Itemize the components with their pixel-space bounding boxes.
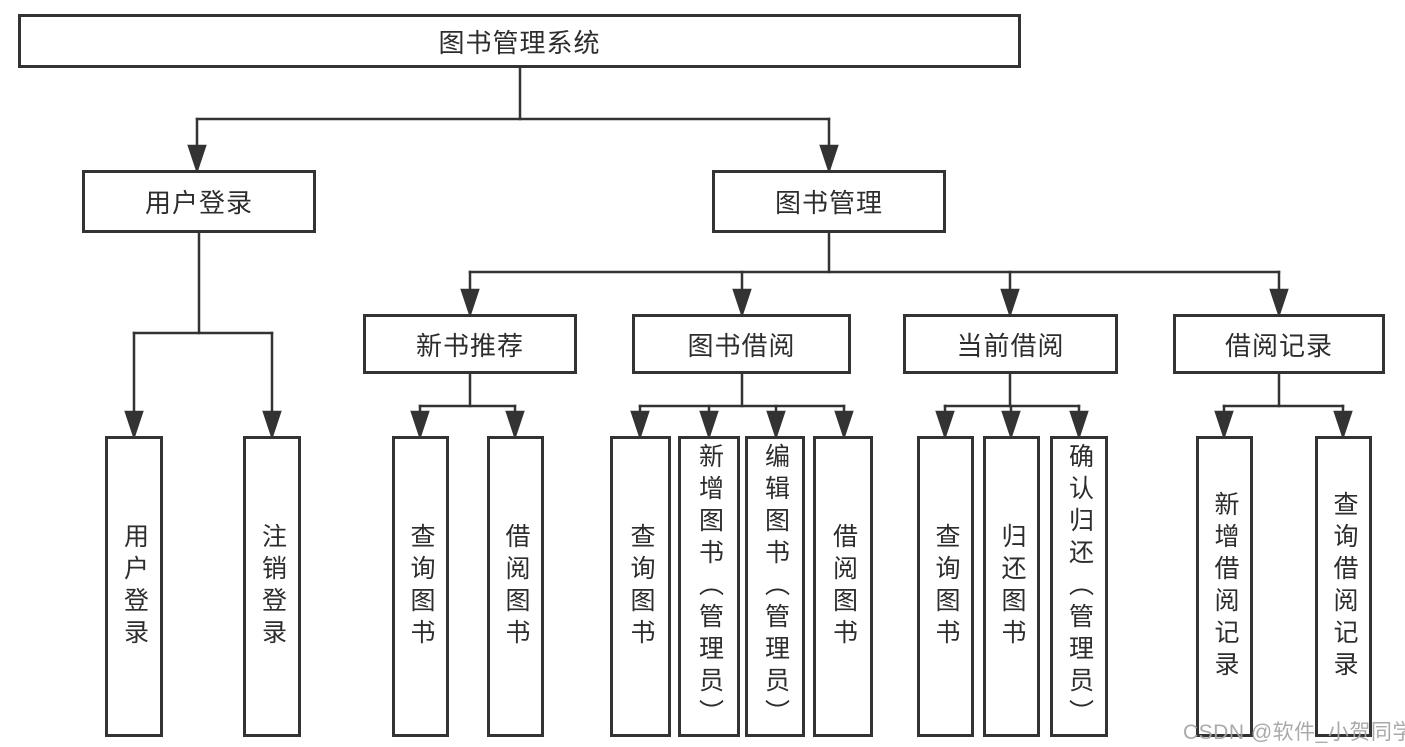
arrowhead bbox=[766, 410, 786, 440]
node-label: 用户登录 bbox=[120, 522, 149, 651]
node-label: 借阅图书 bbox=[502, 522, 530, 651]
node-label: 新增借阅记录 bbox=[1211, 490, 1239, 683]
arrowhead bbox=[410, 410, 430, 440]
node-label: 新书推荐 bbox=[415, 330, 524, 361]
watermark: CSDN @软件_小贺同学 bbox=[1183, 721, 1405, 744]
connector-root-to-level2 bbox=[187, 66, 839, 174]
node-label: 注销登录 bbox=[258, 522, 287, 651]
leaf-edit-books-admin: 编辑图书（管理员） bbox=[745, 436, 805, 737]
node-label: 借阅图书 bbox=[829, 522, 858, 651]
arrowhead bbox=[187, 144, 207, 174]
arrowhead bbox=[1269, 288, 1289, 318]
arrowhead bbox=[935, 410, 955, 440]
arrowhead bbox=[1069, 410, 1089, 440]
node-label: 查询图书 bbox=[627, 522, 655, 651]
node-label: 当前借阅 bbox=[956, 330, 1065, 361]
node-label: 新增图书（管理员） bbox=[695, 442, 724, 731]
node-label: 图书管理 bbox=[774, 188, 883, 218]
arrowhead bbox=[834, 410, 854, 440]
node-label: 查询借阅记录 bbox=[1330, 490, 1358, 683]
arrowhead bbox=[732, 288, 752, 318]
node-label: 图书借阅 bbox=[687, 330, 796, 361]
node-label: 编辑图书（管理员） bbox=[761, 442, 790, 731]
leaf-logout: 注销登录 bbox=[243, 436, 301, 737]
arrowhead bbox=[699, 410, 719, 440]
connector-current-borrow-to-leaves bbox=[935, 372, 1089, 440]
leaf-query-books-recommend: 查询图书 bbox=[392, 436, 449, 737]
node-label: 归还图书 bbox=[998, 522, 1026, 651]
node-new-book-recommend: 新书推荐 bbox=[363, 314, 577, 374]
leaf-return-books: 归还图书 bbox=[983, 436, 1040, 737]
arrowhead bbox=[1000, 288, 1020, 318]
node-borrow-records: 借阅记录 bbox=[1173, 314, 1385, 374]
node-label: 查询图书 bbox=[407, 522, 435, 651]
leaf-query-books-borrow: 查询图书 bbox=[610, 436, 671, 737]
arrowhead bbox=[1214, 410, 1234, 440]
leaf-add-borrow-record: 新增借阅记录 bbox=[1196, 436, 1253, 737]
node-label: 借阅记录 bbox=[1224, 330, 1333, 361]
arrowhead bbox=[1001, 410, 1021, 440]
leaf-user-login: 用户登录 bbox=[105, 436, 163, 737]
node-label: 图书管理系统 bbox=[438, 27, 601, 58]
node-user-login: 用户登录 bbox=[82, 170, 316, 233]
arrowhead bbox=[819, 144, 839, 174]
leaf-query-borrow-record: 查询借阅记录 bbox=[1315, 436, 1372, 737]
leaf-borrow-books: 借阅图书 bbox=[813, 436, 873, 737]
node-current-borrow: 当前借阅 bbox=[903, 314, 1118, 374]
connector-book-management-to-level3 bbox=[460, 231, 1289, 318]
arrowhead bbox=[460, 288, 480, 318]
arrowhead bbox=[1333, 410, 1353, 440]
arrowhead bbox=[505, 410, 525, 440]
node-label: 确认归还（管理员） bbox=[1065, 442, 1094, 731]
connector-new-book-to-leaves bbox=[410, 372, 525, 440]
leaf-add-books-admin: 新增图书（管理员） bbox=[678, 436, 740, 737]
leaf-borrow-books-recommend: 借阅图书 bbox=[487, 436, 544, 737]
node-root: 图书管理系统 bbox=[18, 14, 1021, 68]
connector-borrow-records-to-leaves bbox=[1214, 372, 1353, 440]
connector-book-borrow-to-leaves bbox=[630, 372, 854, 440]
node-label: 用户登录 bbox=[144, 188, 253, 218]
leaf-query-books-current: 查询图书 bbox=[917, 436, 974, 737]
connector-user-login-to-leaves bbox=[124, 231, 282, 440]
node-book-borrow: 图书借阅 bbox=[632, 314, 851, 374]
node-book-management: 图书管理 bbox=[712, 170, 946, 233]
arrowhead bbox=[124, 410, 144, 440]
leaf-confirm-return-admin: 确认归还（管理员） bbox=[1050, 436, 1108, 737]
arrowhead bbox=[630, 410, 650, 440]
node-label: 查询图书 bbox=[932, 522, 960, 651]
arrowhead bbox=[262, 410, 282, 440]
